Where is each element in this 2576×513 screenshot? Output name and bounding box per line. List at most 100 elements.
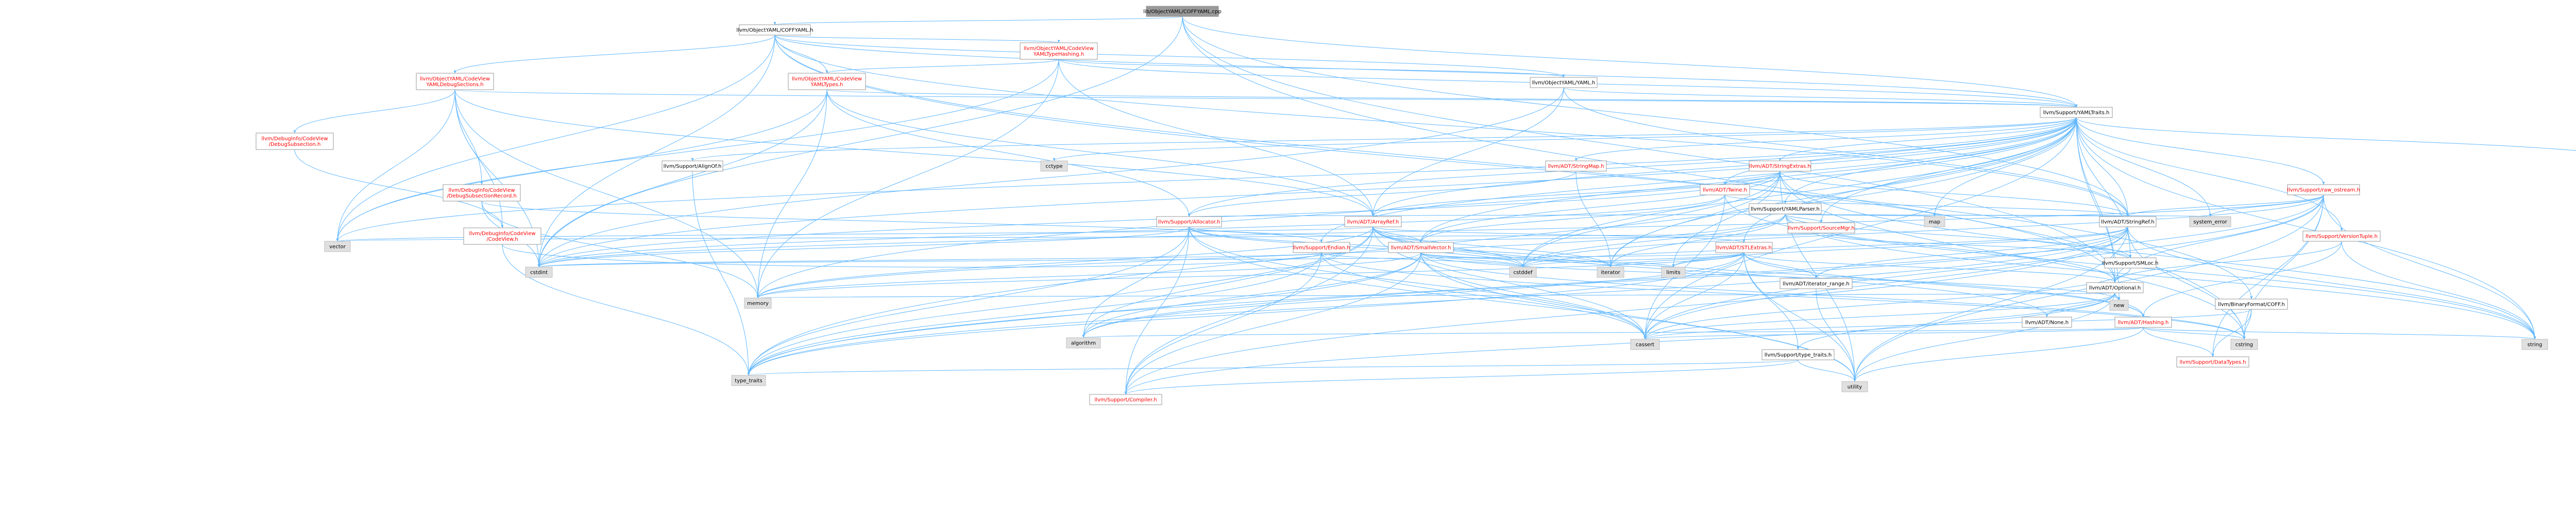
edge-dbgsec-to-arrayref: [454, 89, 1375, 217]
node-root[interactable]: lib/ObjectYAML/COFFYAML.cpp: [1143, 6, 1222, 17]
node-endian[interactable]: llvm/Support/Endian.h: [1293, 242, 1350, 253]
edge-oyaml-to-cstdint: [537, 87, 1564, 268]
edge-stlextras-to-cstddef: [1521, 252, 1744, 268]
node-iterrange[interactable]: llvm/ADT/iterator_range.h: [1780, 278, 1853, 289]
node-label: algorithm: [1071, 341, 1096, 346]
edge-tyhash-to-arrayref: [1058, 59, 1375, 217]
edge-yamltraits-to-vector: [336, 117, 2077, 242]
node-type_traits: type_traits: [731, 375, 766, 386]
edge-stlextras-to-iterator: [1609, 252, 1744, 268]
node-alignof[interactable]: llvm/Support/AlignOf.h: [662, 160, 723, 172]
edge-endian-to-cstddef: [1321, 252, 1524, 268]
node-box: [739, 24, 811, 36]
edge-yamlparser-to-memory: [756, 213, 1786, 299]
node-label: llvm/DebugInfo/CodeView: [448, 188, 515, 193]
edge-tyhash-to-memory: [756, 59, 1059, 299]
edge-smallvec-to-algorithm: [1082, 252, 1421, 338]
node-label: YAMLTypeHashing.h: [1033, 52, 1084, 57]
node-none[interactable]: llvm/ADT/None.h: [2022, 317, 2072, 328]
edge-smallvec-to-cstddef: [1420, 252, 1524, 268]
node-vtuple[interactable]: llvm/Support/VersionTuple.h: [2302, 230, 2381, 242]
edge-root-to-yamltraits: [1182, 16, 2078, 108]
node-typetraits[interactable]: llvm/Support/type_traits.h: [1761, 349, 1835, 360]
edge-smallvec-to-iterator: [1420, 252, 1612, 268]
edge-yamlparser-to-string: [1785, 213, 2536, 340]
edge-vtuple-to-string: [2341, 241, 2536, 340]
node-label: vector: [329, 244, 346, 250]
node-label: llvm/ADT/StringMap.h: [1548, 164, 1604, 170]
node-yamltraits[interactable]: llvm/Support/YAMLTraits.h: [2040, 107, 2113, 118]
node-label: cstring: [2235, 342, 2253, 348]
node-strext[interactable]: llvm/ADT/StringExtras.h: [1749, 160, 1811, 172]
node-smloc[interactable]: llvm/Support/SMLoc.h: [2103, 257, 2159, 269]
node-binfmt[interactable]: llvm/BinaryFormat/COFF.h: [2215, 299, 2288, 310]
node-cvh[interactable]: llvm/DebugInfo/CodeView/CodeView.h: [463, 227, 541, 245]
node-optional[interactable]: llvm/ADT/Optional.h: [2086, 282, 2144, 293]
edge-stlextras-to-cstdint: [538, 252, 1744, 268]
node-label: llvm/Support/DataTypes.h: [2179, 360, 2246, 366]
edge-yamltraits-to-arrayref: [1371, 117, 2077, 217]
edge-optional-to-typetraits: [1797, 292, 2115, 350]
node-cctype: cctype: [1040, 160, 1068, 172]
node-stlextras[interactable]: llvm/ADT/STLExtras.h: [1715, 242, 1773, 253]
node-stringmap[interactable]: llvm/ADT/StringMap.h: [1545, 160, 1607, 172]
node-arrayref[interactable]: llvm/ADT/ArrayRef.h: [1344, 216, 1402, 227]
node-twine[interactable]: llvm/ADT/Twine.h: [1700, 184, 1750, 195]
edge-strext-to-smallvec: [1419, 171, 1781, 243]
node-rawos[interactable]: llvm/Support/raw_ostream.h: [2287, 184, 2360, 195]
node-srcmgr[interactable]: llvm/Support/SourceMgr.h: [1787, 222, 1855, 234]
node-coffyaml[interactable]: llvm/ObjectYAML/COFFYAML.h: [736, 24, 814, 36]
node-label: llvm/ObjectYAML/CodeView: [792, 76, 862, 82]
edge-stlextras-to-memory: [756, 252, 1744, 299]
node-label: /CodeView.h: [486, 237, 518, 242]
node-limits: limits: [1661, 267, 1686, 278]
node-box: [2022, 317, 2072, 328]
node-label: llvm/Support/raw_ostream.h: [2287, 188, 2360, 193]
node-label: memory: [747, 301, 769, 307]
edge-cvtypes-to-arrayref: [826, 89, 1375, 217]
edge-yamlparser-to-map: [1785, 213, 1936, 217]
node-box: [1089, 394, 1162, 405]
node-dssub[interactable]: llvm/DebugInfo/CodeView/DebugSubsection.…: [256, 133, 334, 150]
edge-hashing-to-utility: [1853, 327, 2144, 382]
node-box: [2287, 184, 2360, 195]
node-allocator[interactable]: llvm/Support/Allocator.h: [1156, 216, 1222, 227]
node-tyhash[interactable]: llvm/ObjectYAML/CodeViewYAMLTypeHashing.…: [1020, 42, 1098, 60]
node-box: [1020, 42, 1098, 60]
node-box: [1530, 77, 1598, 88]
edge-yamlparser-to-smloc: [1785, 213, 2132, 258]
edge-coffyaml-to-stringref: [774, 35, 2129, 217]
edge-stringref-to-compiler: [1124, 226, 2128, 395]
edge-stringmap-to-allocator: [1188, 171, 1577, 217]
edge-smallvec-to-limits: [1420, 252, 1675, 268]
edge-stringref-to-cstring: [2127, 226, 2246, 340]
edge-root-to-cstdint: [537, 16, 1183, 268]
edge-strext-to-iterator: [1609, 171, 1781, 268]
node-dssubrec[interactable]: llvm/DebugInfo/CodeView/DebugSubsectionR…: [443, 184, 521, 202]
node-oyaml[interactable]: llvm/ObjectYAML/YAML.h: [1530, 77, 1598, 88]
node-compiler[interactable]: llvm/Support/Compiler.h: [1089, 394, 1162, 405]
node-yamlparser[interactable]: llvm/Support/YAMLParser.h: [1749, 203, 1822, 214]
node-box: [2189, 216, 2231, 227]
node-smallvec[interactable]: llvm/ADT/SmallVector.h: [1388, 242, 1454, 253]
edge-yamltraits-to-syserr: [2076, 117, 2212, 217]
edge-typetraits-to-type_traits: [748, 359, 1799, 376]
node-datatypes[interactable]: llvm/Support/DataTypes.h: [2176, 356, 2249, 368]
node-stringref[interactable]: llvm/ADT/StringRef.h: [2099, 216, 2157, 227]
node-label: cstddef: [1514, 270, 1533, 276]
node-dbgsec[interactable]: llvm/ObjectYAML/CodeViewYAMLDebugSection…: [416, 73, 494, 90]
node-box: [1749, 160, 1811, 172]
edge-yamltraits-to-regex: [2076, 117, 2576, 151]
node-box: [463, 227, 541, 245]
edge-root-to-stringref: [1182, 16, 2129, 217]
edge-arrayref-to-stlextras: [1372, 226, 1745, 243]
node-label: llvm/DebugInfo/CodeView: [469, 231, 535, 237]
node-hashing[interactable]: llvm/ADT/Hashing.h: [2114, 317, 2172, 328]
edge-endian-to-cstdint: [538, 252, 1322, 268]
node-map: map: [1924, 216, 1945, 227]
node-box: [2109, 300, 2129, 311]
edge-rawos-to-cstddef: [1521, 194, 2324, 268]
node-utility: utility: [1841, 381, 1868, 392]
node-label: llvm/ObjectYAML/COFFYAML.h: [736, 28, 813, 34]
